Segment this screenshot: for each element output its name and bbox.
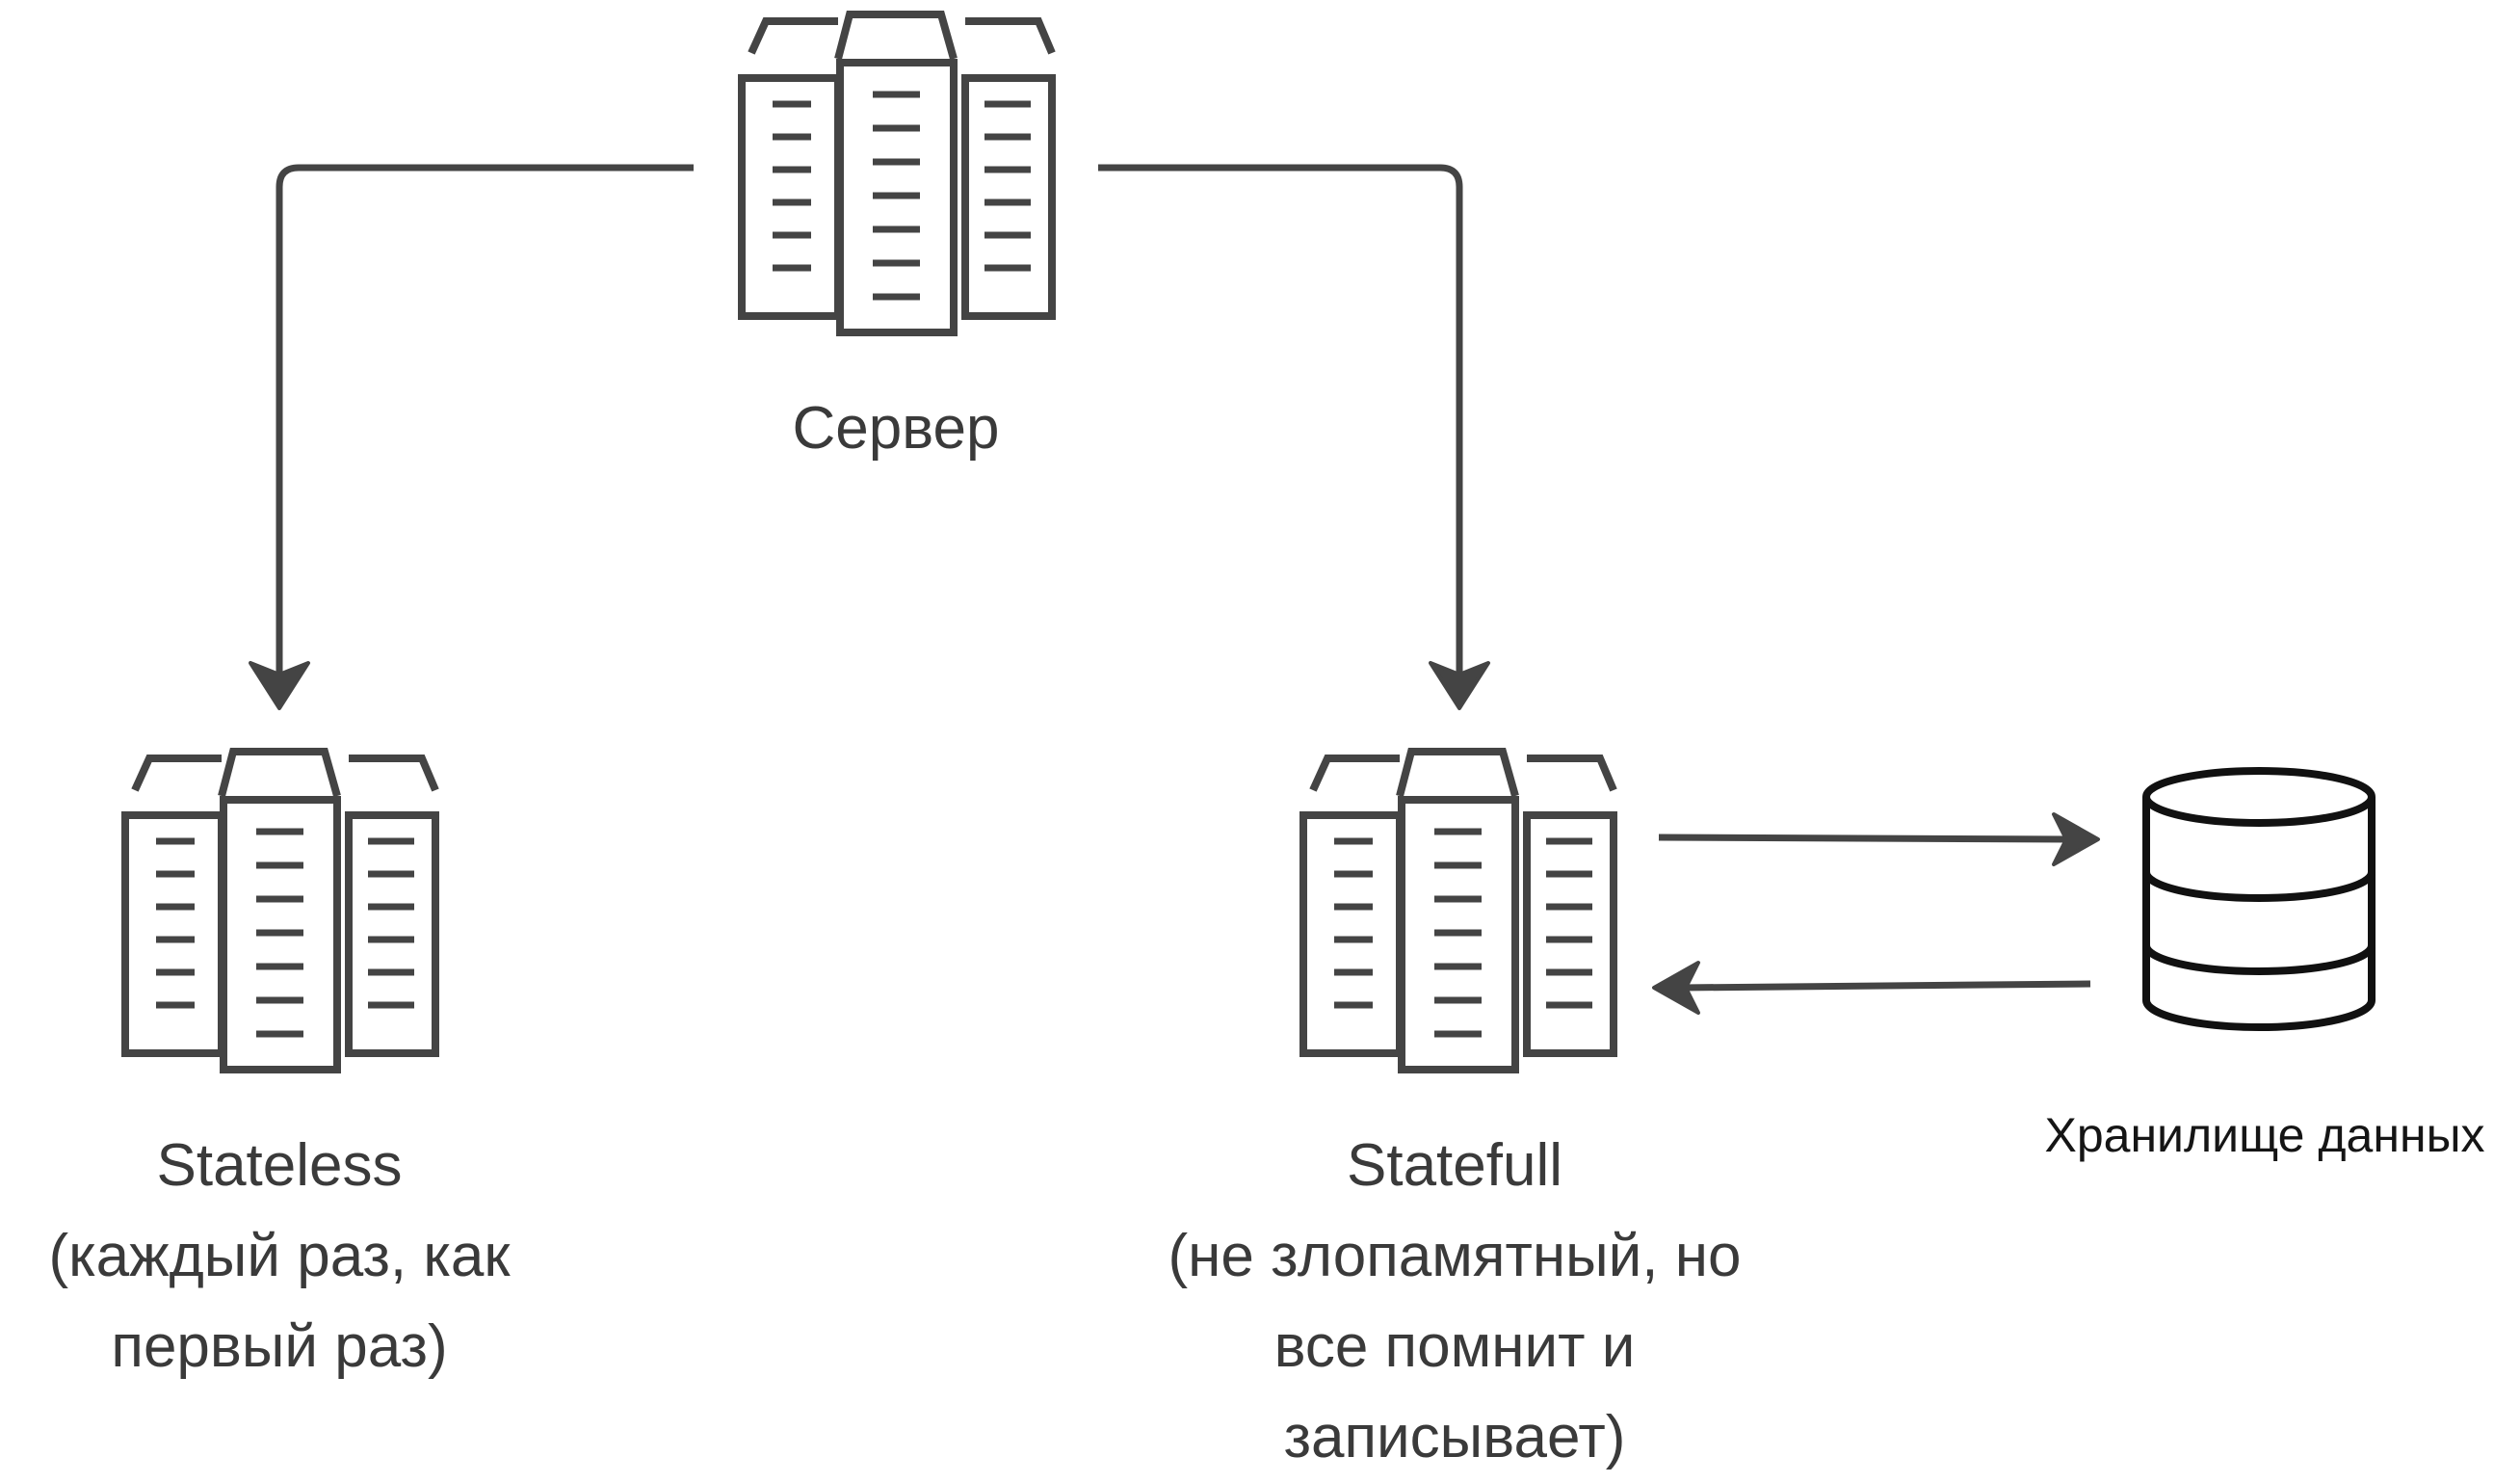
statefull-description-line2: все помнит и — [1273, 1313, 1636, 1380]
stateless-description-line2: первый раз) — [111, 1313, 448, 1380]
arrow-storage-to-statefull — [1652, 961, 2091, 1015]
stateless-title: Stateless — [156, 1132, 403, 1199]
statefull-server-icon — [1303, 752, 1614, 1070]
stateless-description-line1: (каждый раз, как — [48, 1223, 511, 1289]
server-label: Сервер — [792, 395, 1000, 462]
statefull-description-line1: (не злопамятный, но — [1168, 1223, 1742, 1289]
arrow-server-to-statefull — [1098, 164, 1490, 710]
statefull-title: Statefull — [1346, 1132, 1563, 1199]
statefull-description-line3: записывает) — [1283, 1404, 1626, 1470]
stateless-label: Stateless (каждый раз, как первый раз) — [0, 1121, 559, 1392]
database-icon — [2142, 767, 2376, 1031]
storage-label: Хранилище данных — [2044, 1108, 2485, 1162]
statefull-label: Statefull (не злопамятный, но все помнит… — [1098, 1121, 1811, 1483]
server-icon — [742, 14, 1052, 332]
arrow-statefull-to-storage — [1658, 812, 2100, 866]
stateless-server-icon — [125, 752, 435, 1070]
arrow-server-to-stateless — [249, 164, 694, 710]
